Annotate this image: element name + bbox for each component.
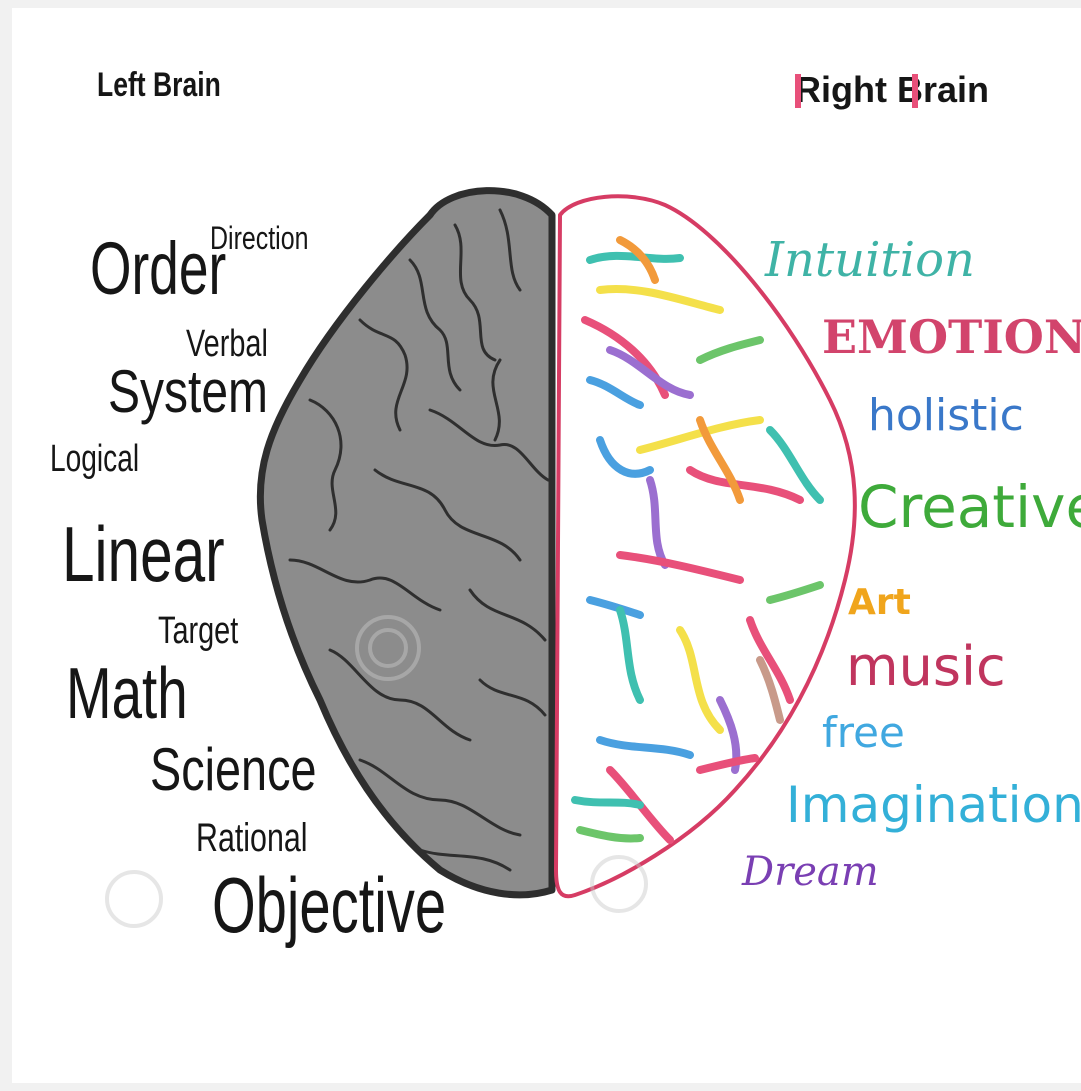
word-emotion: EMOTION [822, 314, 1081, 360]
right-brain-heading: Right Brain [795, 72, 989, 108]
word-dream: Dream [742, 852, 879, 892]
word-intuition: Intuition [765, 236, 975, 284]
watermark-swirl [590, 855, 648, 913]
word-math: Math [66, 658, 188, 730]
word-linear: Linear [62, 515, 225, 593]
word-imagination: Imagination [786, 780, 1081, 830]
word-objective: Objective [212, 866, 446, 944]
word-science: Science [150, 740, 317, 800]
left-brain-heading: Left Brain [97, 68, 221, 102]
word-holistic: holistic [868, 394, 1024, 438]
word-target: Target [158, 612, 238, 650]
watermark-swirl [368, 628, 408, 668]
word-rational: Rational [196, 818, 308, 858]
word-order: Order [90, 232, 226, 306]
right-heading-accent-b [912, 74, 918, 108]
word-system: System [108, 362, 268, 422]
right-heading-accent-r [795, 74, 801, 108]
word-music: music [846, 640, 1006, 694]
word-art: Art [848, 585, 911, 621]
word-free: free [822, 712, 905, 754]
word-logical: Logical [50, 440, 139, 478]
watermark-swirl [105, 870, 163, 928]
word-creative: Creative [858, 478, 1081, 536]
